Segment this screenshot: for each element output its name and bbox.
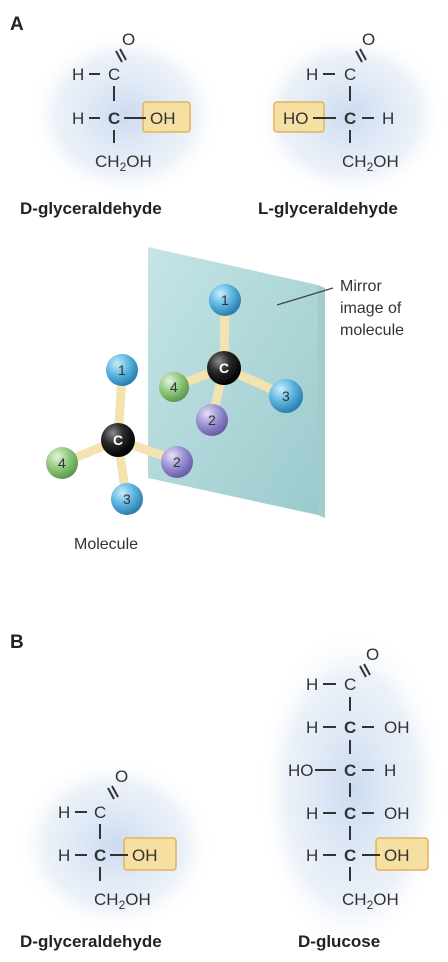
mirror-ball-2 [196,404,228,436]
molecule-caption: Molecule [74,536,138,553]
l-glyceraldehyde-structure: O H C HO C H CH2OH L-glyceraldehyde [252,30,448,218]
bottom-group: CH2OH [95,152,152,174]
row1-carbon: C [344,675,356,694]
glucose-row2-left: HO [288,761,314,780]
caption-l-glyceraldehyde: L-glyceraldehyde [258,199,398,218]
glucose-row3-carbon: C [344,804,356,823]
d-glyceraldehyde-structure-bottom: O H C H C OH CH2OH D-glyceraldehyde [15,757,215,951]
aldehyde-oxygen: O [362,30,375,49]
mirror-molecule: 1 4 2 3 C [159,284,303,436]
glucose-row3-right: OH [384,804,410,823]
caption-d-glyceraldehyde-bottom: D-glyceraldehyde [20,932,162,951]
bottom-group: CH2OH [342,152,399,174]
glucose-row1-carbon: C [344,718,356,737]
row2-right-group: OH [132,846,158,865]
ball-2 [161,446,193,478]
chiral-carbon: C [344,109,356,128]
mirror-ball-1 [209,284,241,316]
mirror-ball-3 [269,379,303,413]
svg-text:C: C [113,432,123,448]
glucose-row4-right: OH [384,846,410,865]
ball-3 [111,483,143,515]
row1-carbon: C [108,65,120,84]
svg-text:2: 2 [173,454,181,470]
caption-d-glucose: D-glucose [298,932,380,951]
mirror-ball-4 [159,372,189,402]
mirror-note: Mirror image of molecule [340,278,406,339]
row1-left-atom: H [72,65,84,84]
carbon-ball [101,423,135,457]
aldehyde-oxygen: O [366,645,379,664]
row1-carbon: C [94,803,106,822]
ball-1 [106,354,138,386]
svg-text:2: 2 [208,412,216,428]
mirror-image-model: Mirror image of molecule 1 4 2 3 C [46,247,406,553]
aldehyde-oxygen: O [115,767,128,786]
mirror-carbon-ball [207,351,241,385]
svg-text:3: 3 [123,491,131,507]
svg-text:4: 4 [170,379,178,395]
svg-text:1: 1 [118,362,126,378]
row2-left-group: HO [283,109,309,128]
svg-text:C: C [219,360,229,376]
ball-4 [46,447,78,479]
caption-d-glyceraldehyde-top: D-glyceraldehyde [20,199,162,218]
glucose-row3-left: H [306,804,318,823]
row2-right-atom: H [382,109,394,128]
panel-label-a: A [10,14,24,35]
svg-text:1: 1 [221,292,229,308]
glucose-row4-left: H [306,846,318,865]
panel-label-b: B [10,632,24,653]
d-glucose-structure: O H C H C OH HO C H H C OH H C OH C [257,625,447,955]
row1-left-atom: H [306,675,318,694]
svg-text:4: 4 [58,455,66,471]
glucose-row2-right: H [384,761,396,780]
svg-text:3: 3 [282,388,290,404]
bottom-group: CH2OH [342,890,399,912]
glucose-row2-carbon: C [344,761,356,780]
chiral-carbon: C [108,109,120,128]
row2-right-group: OH [150,109,176,128]
row1-left-atom: H [58,803,70,822]
bottom-group: CH2OH [94,890,151,912]
original-molecule: 1 4 2 3 C [46,354,193,515]
aldehyde-oxygen: O [122,30,135,49]
mirror-callout-line [276,287,334,306]
glucose-row1-right: OH [384,718,410,737]
chiral-carbon: C [94,846,106,865]
row1-left-atom: H [306,65,318,84]
row1-carbon: C [344,65,356,84]
row2-left-atom: H [58,846,70,865]
glucose-row4-carbon: C [344,846,356,865]
row2-left-atom: H [72,109,84,128]
glucose-row1-left: H [306,718,318,737]
d-glyceraldehyde-structure-top: O H C H C OH CH2OH D-glyceraldehyde [20,30,223,218]
